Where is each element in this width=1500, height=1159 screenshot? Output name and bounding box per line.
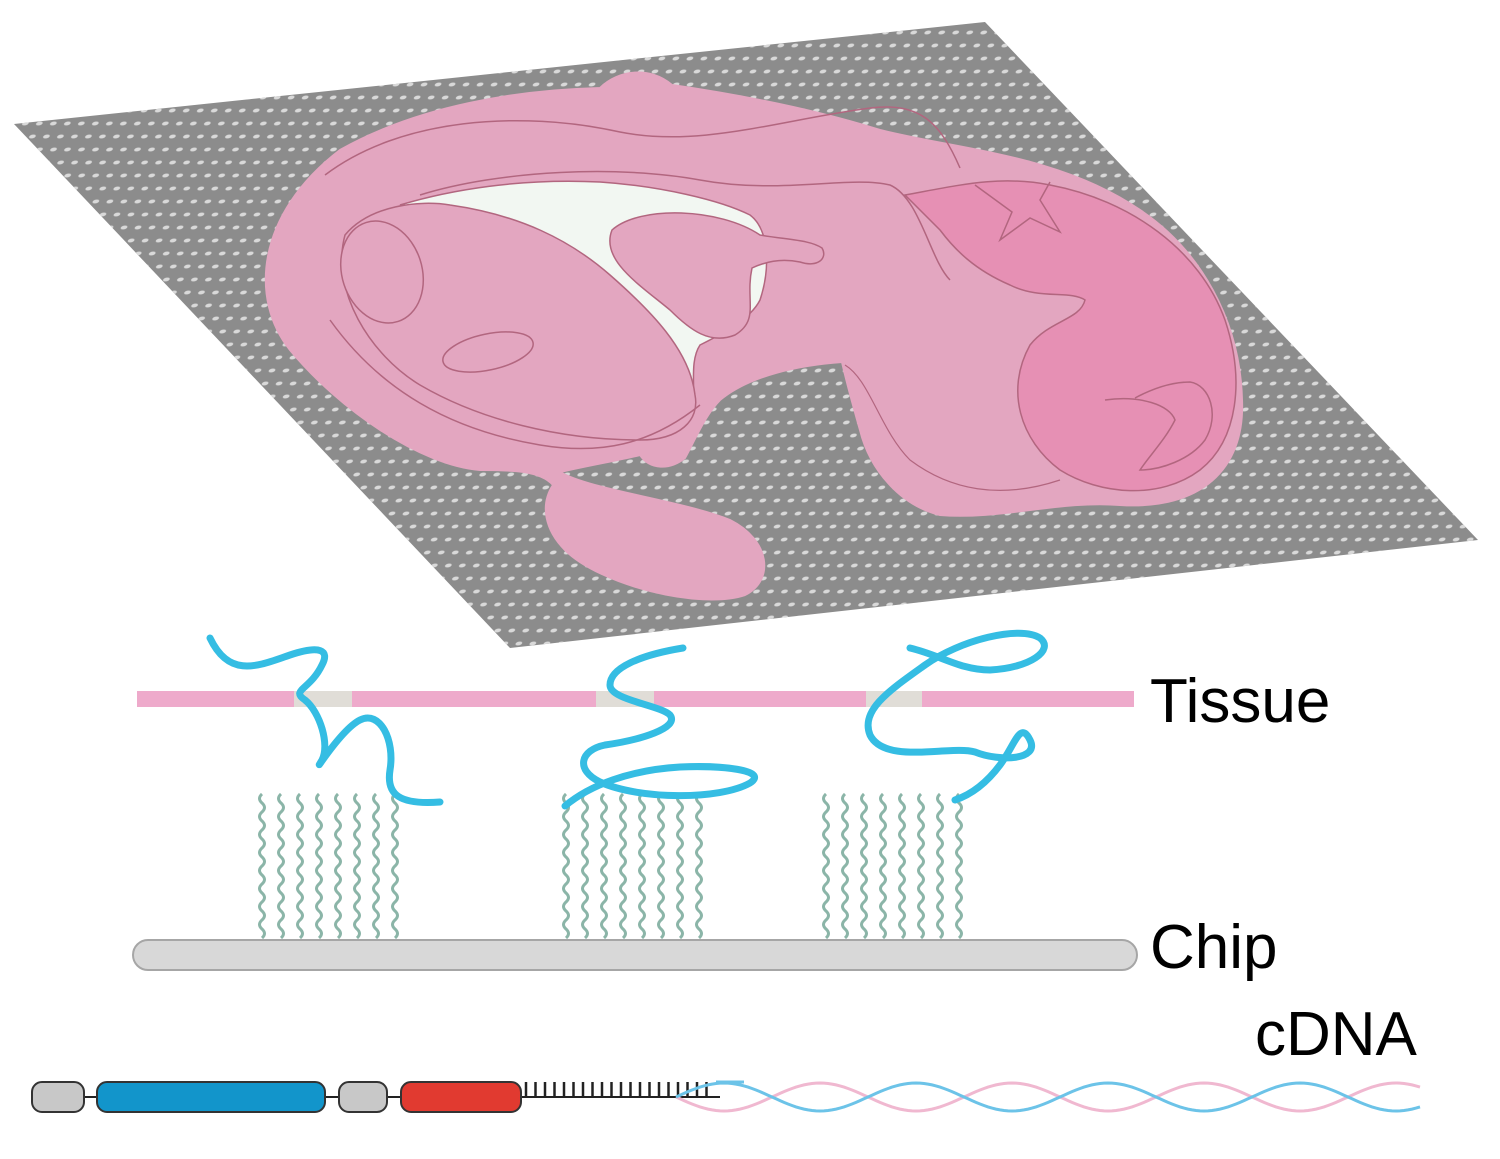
- mrna-strand-icon: [206, 629, 1048, 810]
- probe-strand: [277, 792, 285, 940]
- probe-strand: [391, 792, 399, 940]
- mrna-strand-2: [561, 644, 758, 810]
- probe-strand: [955, 792, 963, 940]
- probe-strand: [353, 792, 361, 940]
- embryo-jaw: [1104, 381, 1213, 471]
- embryo-back-line: [419, 170, 951, 281]
- probe-strand: [879, 792, 887, 940]
- probe-strand: [841, 792, 849, 940]
- embryo-section-icon: [264, 71, 1244, 601]
- probe-strand: [258, 792, 266, 940]
- probe-strand: [676, 792, 684, 940]
- probe-strand: [619, 792, 627, 940]
- construct-segment-gray-2: [338, 1081, 388, 1113]
- construct-segment-gray-1: [31, 1081, 85, 1113]
- cdna-label: cDNA: [1255, 1000, 1418, 1069]
- embryo-spinal-line: [324, 106, 961, 176]
- embryo-heart: [609, 212, 825, 339]
- probe-strand: [695, 792, 703, 940]
- embryo-organ-a: [339, 220, 425, 324]
- probe-strand: [917, 792, 925, 940]
- probe-cluster-group: [258, 792, 963, 940]
- probe-strand: [315, 792, 323, 940]
- probe-strand: [898, 792, 906, 940]
- probe-strand: [638, 792, 646, 940]
- probe-strand: [600, 792, 608, 940]
- mrna-strand-1: [206, 634, 444, 807]
- embryo-organ-b: [442, 331, 534, 373]
- mrna-strand-3: [864, 629, 1048, 804]
- embryo-head-notch: [974, 181, 1062, 243]
- chip-label: Chip: [1150, 913, 1278, 982]
- probe-strand: [581, 792, 589, 940]
- cdna-strand-blue: [675, 1081, 1421, 1113]
- chip-bar: [132, 939, 1138, 971]
- embryo-head-region: [903, 180, 1237, 492]
- poly-t-ticks: [524, 1082, 708, 1097]
- probe-strand: [657, 792, 665, 940]
- probe-strand: [936, 792, 944, 940]
- tissue-label: Tissue: [1150, 667, 1330, 736]
- embryo-lower-curve: [844, 364, 1061, 491]
- construct-segment-red: [400, 1081, 522, 1113]
- probe-strand: [334, 792, 342, 940]
- embryo-ventral-line: [329, 319, 701, 450]
- probe-strand: [296, 792, 304, 940]
- cdna-construct-icon: [31, 1080, 1421, 1113]
- cdna-strand-pink: [675, 1081, 1421, 1113]
- probe-strand: [860, 792, 868, 940]
- embryo-liver-lobe: [341, 202, 697, 441]
- probe-strand: [562, 792, 570, 940]
- probe-strand: [372, 792, 380, 940]
- construct-segment-blue: [96, 1081, 326, 1113]
- probe-strand: [822, 792, 830, 940]
